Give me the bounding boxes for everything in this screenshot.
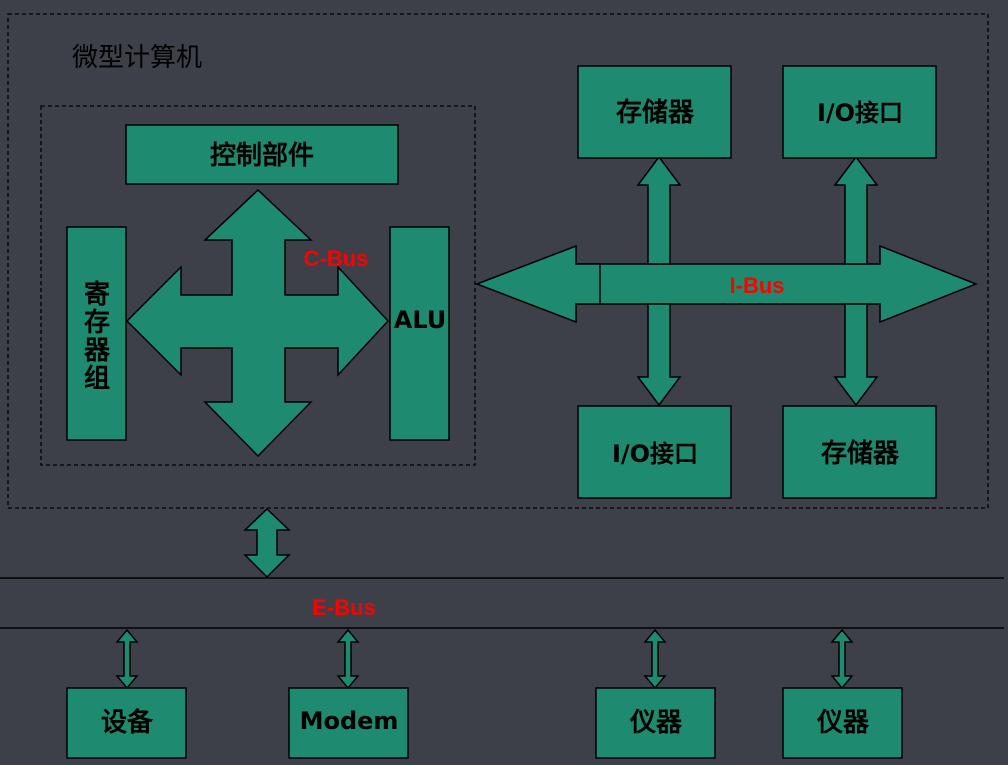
register-char-2: 存 xyxy=(84,308,110,338)
cbus-cross-arrow xyxy=(125,188,390,458)
register-group-box xyxy=(66,226,127,441)
device-connector-3 xyxy=(643,628,667,690)
ibus-memory-bottom-box xyxy=(782,405,937,499)
ibus-memory-top-label: 存储器 xyxy=(616,97,695,128)
ibus-io-top-label: I/O接口 xyxy=(817,99,903,127)
device-connector-1 xyxy=(115,628,139,690)
device-label-1: 设备 xyxy=(101,708,154,738)
ebus-main-connector xyxy=(243,507,291,579)
alu-box xyxy=(389,226,450,441)
cpu-boundary xyxy=(40,105,476,466)
modem-label: Modem xyxy=(300,707,399,735)
instrument-box-1 xyxy=(595,687,716,759)
device-connector-2 xyxy=(336,628,360,690)
ibus-label: I-Bus xyxy=(730,273,785,298)
control-unit-box xyxy=(125,124,399,185)
ibus-memory-bottom-label: 存储器 xyxy=(821,438,900,469)
instrument-box-2 xyxy=(782,687,903,759)
ibus-io-bottom-label: I/O接口 xyxy=(612,440,698,468)
ibus-branch-top-left xyxy=(636,155,682,265)
register-char-1: 寄 xyxy=(84,279,110,310)
ibus-memory-top-box xyxy=(577,65,732,159)
microcomputer-title: 微型计算机 xyxy=(72,43,202,73)
cbus-label: C-Bus xyxy=(304,246,369,271)
alu-label: ALU xyxy=(394,306,447,334)
ebus-label: E-Bus xyxy=(312,595,376,620)
register-char-4: 组 xyxy=(84,363,110,394)
ibus-left-head xyxy=(474,244,601,324)
ibus-branch-bottom-left xyxy=(636,303,682,407)
device-connector-4 xyxy=(830,628,854,690)
register-char-3: 器 xyxy=(83,336,111,366)
ibus-io-top-box xyxy=(782,65,937,159)
modem-box xyxy=(288,687,409,759)
microcomputer-boundary xyxy=(7,13,989,509)
control-unit-label: 控制部件 xyxy=(210,141,314,171)
instrument-label-2: 仪器 xyxy=(816,708,870,738)
ibus-right-head xyxy=(559,244,979,324)
device-box-1 xyxy=(66,687,187,759)
ibus-io-bottom-box xyxy=(577,405,732,499)
ibus-branch-bottom-right xyxy=(833,303,879,407)
ibus-branch-top-right xyxy=(833,155,879,265)
instrument-label-1: 仪器 xyxy=(629,708,683,738)
